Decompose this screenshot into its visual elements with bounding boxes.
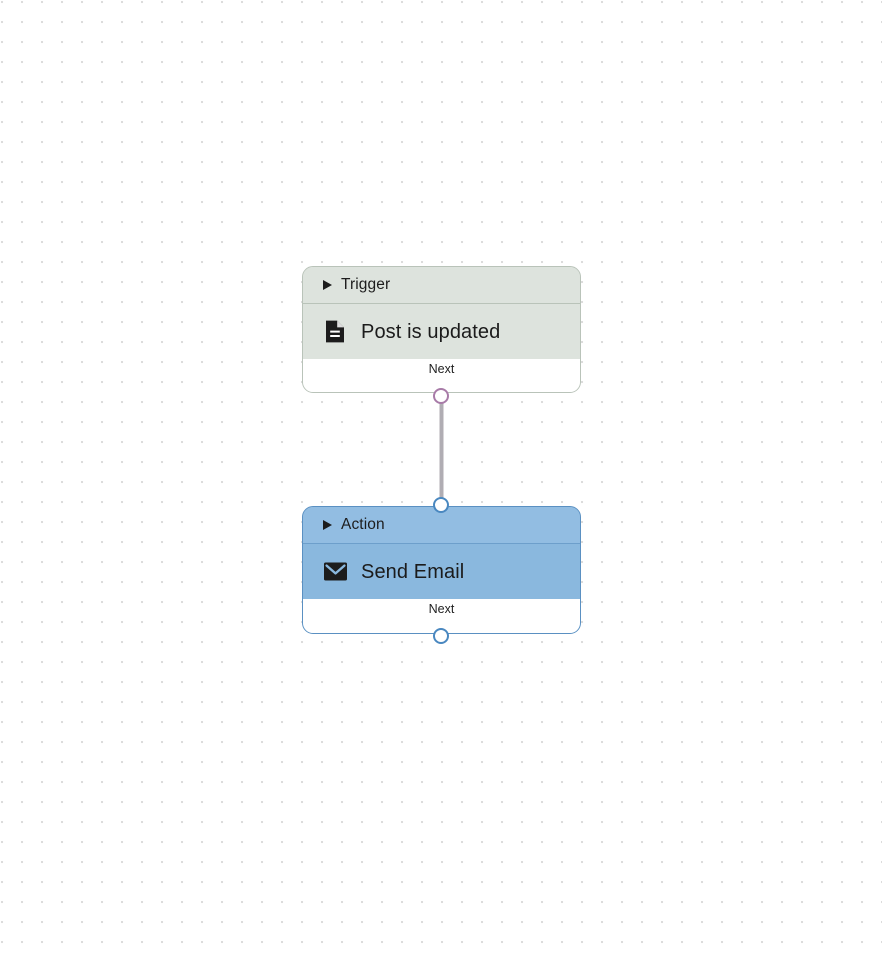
chevron-right-icon[interactable] — [323, 280, 332, 290]
port-action-input[interactable] — [433, 497, 449, 513]
node-action-next-label: Next — [428, 602, 455, 616]
node-trigger-footer[interactable]: Next — [303, 359, 580, 392]
document-icon — [322, 319, 348, 345]
chevron-right-icon[interactable] — [323, 520, 332, 530]
node-trigger-title: Post is updated — [361, 320, 501, 343]
node-trigger[interactable]: Trigger Post is updated Next — [302, 266, 581, 393]
node-trigger-header[interactable]: Trigger — [303, 267, 580, 304]
node-action-header[interactable]: Action — [303, 507, 580, 544]
node-trigger-header-label: Trigger — [341, 276, 391, 294]
node-action-title: Send Email — [361, 560, 465, 583]
node-action-footer[interactable]: Next — [303, 599, 580, 633]
port-action-output[interactable] — [433, 628, 449, 644]
node-action-header-label: Action — [341, 516, 385, 534]
node-action-body[interactable]: Send Email — [303, 544, 580, 599]
node-trigger-body[interactable]: Post is updated — [303, 304, 580, 359]
node-action[interactable]: Action Send Email Next — [302, 506, 581, 634]
port-trigger-output[interactable] — [433, 388, 449, 404]
envelope-icon — [322, 559, 348, 585]
node-trigger-next-label: Next — [428, 362, 455, 376]
